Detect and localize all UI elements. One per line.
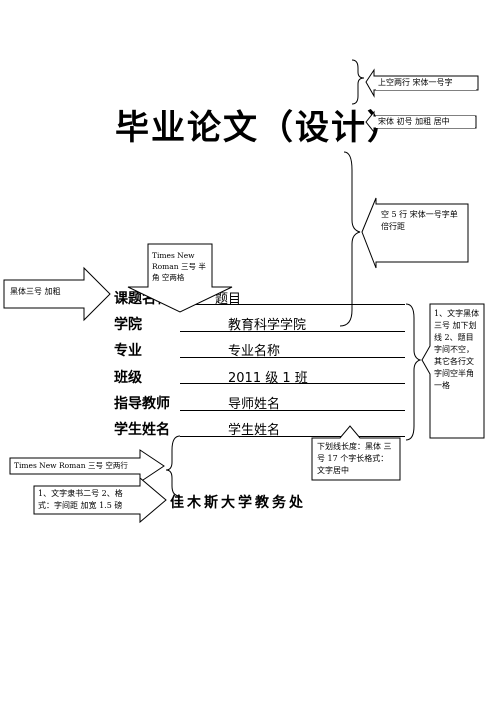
field-value-student: 学生姓名 bbox=[228, 423, 281, 438]
note-underline-rule: 下划线长度：黑体 三号 17 个字长格式：文字居中 bbox=[314, 440, 398, 478]
note-date-rule: Times New Roman 三号 空两行 bbox=[14, 461, 128, 470]
callout-footer-rule bbox=[33, 476, 167, 524]
underline-advisor bbox=[180, 410, 405, 411]
brace-gap bbox=[339, 151, 361, 327]
brace-top bbox=[351, 59, 365, 105]
note-title-format: 宋体 初号 加粗 居中 bbox=[376, 116, 475, 128]
field-label-college: 学院 bbox=[114, 317, 142, 333]
field-value-advisor: 导师姓名 bbox=[228, 397, 281, 412]
field-value-topic: 题目 bbox=[215, 292, 242, 307]
brace-fields bbox=[405, 303, 422, 441]
note-field-rules: 1、文字黑体三号 加下划线 2、题目字间不空，其它各行文字间空半角一格 bbox=[432, 306, 482, 434]
brace-date bbox=[165, 435, 181, 497]
underline-college bbox=[180, 331, 405, 332]
underline-student bbox=[180, 436, 405, 437]
field-label-advisor: 指导教师 bbox=[114, 396, 170, 412]
callout-label-font bbox=[3, 266, 111, 322]
thesis-title: 毕业论文（设计） bbox=[115, 108, 403, 148]
field-value-major: 专业名称 bbox=[228, 344, 281, 359]
callout-date-rule bbox=[9, 449, 165, 483]
underline-topic bbox=[180, 304, 405, 305]
field-label-student: 学生姓名 bbox=[114, 422, 170, 438]
note-label-font: 黑体三号 加粗 bbox=[10, 287, 61, 296]
footer-office: 佳木斯大学教务处 bbox=[170, 495, 306, 511]
field-value-college: 教育科学学院 bbox=[228, 318, 307, 333]
field-label-major: 专业 bbox=[114, 343, 142, 359]
note-footer-rule: 1、文字隶书二号 2、格式：字间距 加宽 1.5 磅 bbox=[38, 489, 123, 510]
note-number-font: Times New Roman 三号 半角 空两格 bbox=[150, 248, 210, 286]
underline-major bbox=[180, 357, 405, 358]
underline-class bbox=[180, 383, 405, 384]
field-label-class: 班级 bbox=[114, 370, 142, 386]
field-value-class: 2011 级 1 班 bbox=[228, 371, 308, 386]
note-gap-format: 空 5 行 宋体一号字单倍行距 bbox=[378, 206, 466, 260]
note-top-spacing: 上空两行 宋体一号字 bbox=[376, 77, 476, 90]
